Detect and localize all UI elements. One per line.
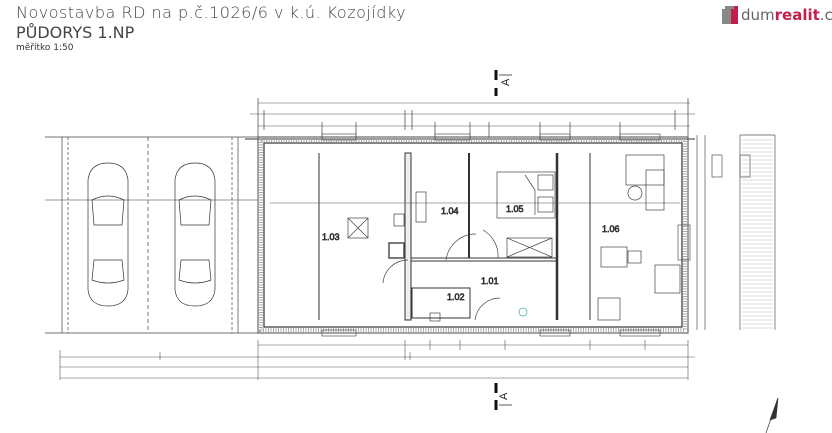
drawing-scale: měřítko 1:50 <box>16 43 74 53</box>
room-label-1-05: 1.05 <box>506 204 524 214</box>
logo-building-icon <box>722 6 738 24</box>
room-label-1-02: 1.02 <box>447 292 465 302</box>
bottom-dimensions <box>59 340 695 380</box>
car-icon <box>87 162 129 307</box>
windows <box>321 133 691 337</box>
terrace <box>696 134 776 330</box>
dumrealit-logo[interactable]: dumrealit.cz <box>722 6 832 24</box>
section-marker-top <box>494 70 512 96</box>
room-label-1-04: 1.04 <box>441 206 459 216</box>
north-arrow-icon <box>765 397 779 433</box>
logo-text-2: realit <box>774 6 820 24</box>
logo-text-1: dum <box>741 6 775 24</box>
carport <box>45 136 258 334</box>
logo-text-3: .cz <box>819 6 832 24</box>
room-label-1-06: 1.06 <box>602 224 620 234</box>
room-label-1-03: 1.03 <box>322 232 340 242</box>
section-marker-bottom <box>494 383 512 410</box>
furniture <box>347 154 681 322</box>
car-icon <box>174 162 216 307</box>
exterior-walls <box>257 136 689 334</box>
section-label-top: A <box>500 78 512 86</box>
drawing-title: Novostavba RD na p.č.1026/6 v k.ú. Kozoj… <box>16 3 407 22</box>
drawing-subtitle: PŮDORYS 1.NP <box>16 23 135 42</box>
interior-walls <box>270 152 680 321</box>
room-label-1-01: 1.01 <box>481 276 499 286</box>
section-label-bottom: A <box>498 392 510 400</box>
